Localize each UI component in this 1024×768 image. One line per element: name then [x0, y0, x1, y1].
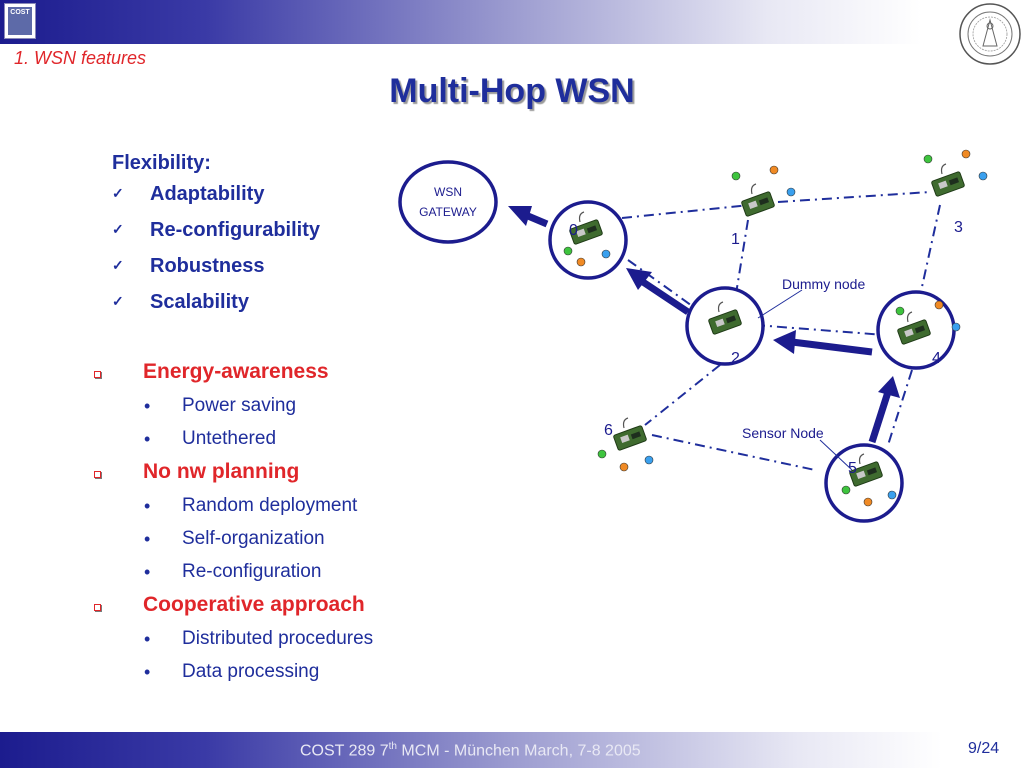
arrow-2-to-0	[638, 277, 690, 315]
check-item: ✓ Robustness	[112, 255, 264, 291]
arrow-4-to-2	[791, 338, 873, 356]
section-label: 1. WSN features	[14, 48, 147, 68]
link-1-3	[777, 191, 931, 203]
check-item-label: Scalability	[150, 291, 249, 313]
footer-text-sup: th	[388, 741, 397, 752]
flexibility-list: Flexibility: ✓ Adaptability ✓ Re-configu…	[112, 152, 320, 327]
sub-bullet-label: Data processing	[182, 661, 320, 682]
square-bullet-icon	[94, 604, 101, 611]
arrow-head-icon	[508, 206, 532, 226]
header-bar	[0, 0, 1024, 44]
node-number-5: 5	[848, 460, 857, 477]
node-number-2: 2	[731, 350, 740, 367]
link-3-4	[917, 204, 941, 306]
bullet-label: Cooperative approach	[143, 593, 365, 616]
sub-bullet-item: • Distributed procedures	[90, 627, 450, 660]
gateway-label-line2: GATEWAY	[419, 205, 477, 219]
dot-bullet-icon: •	[144, 662, 151, 682]
bullet-item-cooperative: Cooperative approach	[90, 593, 450, 627]
square-bullet-icon	[94, 471, 101, 478]
footer-text-post: MCM - München March, 7-8 2005	[396, 742, 641, 760]
footer-text-pre: COST 289 7	[300, 742, 389, 760]
sub-bullet-item: • Data processing	[90, 660, 450, 693]
dot-bullet-icon: •	[144, 562, 151, 582]
university-seal-icon	[959, 3, 1021, 65]
link-2-4	[754, 324, 886, 336]
sub-bullet-item: • Re-configuration	[90, 560, 450, 593]
check-item-label: Re-configurability	[150, 219, 321, 241]
node-number-0: 0	[569, 222, 578, 239]
sensor-node-label: Sensor Node	[742, 425, 824, 441]
check-item-label: Robustness	[150, 255, 265, 277]
sensor-node-pointer	[819, 439, 853, 471]
arrow-0-to-gateway	[526, 212, 549, 228]
dummy-node-label: Dummy node	[782, 276, 865, 292]
flexibility-heading: Flexibility:	[112, 152, 211, 174]
bullet-label: Energy-awareness	[143, 360, 329, 383]
dot-bullet-icon: •	[144, 629, 151, 649]
checkmark-icon: ✓	[112, 257, 124, 273]
square-bullet-icon	[94, 371, 101, 378]
dummy-node-pointer	[757, 289, 803, 319]
sub-bullet-item: • Self-organization	[90, 527, 450, 560]
sub-bullet-label: Power saving	[182, 395, 297, 416]
dot-bullet-icon: •	[144, 396, 151, 416]
check-item: ✓ Re-configurability	[112, 219, 320, 255]
arrow-head-icon	[626, 268, 652, 290]
checkmark-icon: ✓	[112, 185, 124, 201]
sub-bullet-label: Self-organization	[182, 528, 325, 549]
footer-text: COST 289 7th MCM - München March, 7-8 20…	[300, 741, 641, 760]
link-2-6	[644, 364, 721, 426]
feature-bullet-list: Energy-awareness • Power saving • Unteth…	[90, 360, 450, 693]
node-number-4: 4	[932, 350, 941, 367]
sub-bullet-item: • Random deployment	[90, 494, 450, 527]
page-number: 9/24	[968, 740, 1000, 757]
check-item-label: Adaptability	[150, 183, 265, 205]
node-number-1: 1	[731, 231, 740, 248]
arrow-5-to-4	[868, 390, 892, 444]
bullet-item-energy: Energy-awareness	[90, 360, 450, 394]
multihop-network-diagram: WSN GATEWAY	[398, 149, 988, 523]
gateway-label-line1: WSN	[434, 185, 462, 199]
wsn-gateway	[398, 160, 498, 244]
network-links	[621, 191, 941, 471]
checkmark-icon: ✓	[112, 221, 124, 237]
check-item: ✓ Scalability	[112, 291, 249, 327]
cost-logo: COST	[4, 3, 36, 39]
node-number-3: 3	[954, 219, 963, 236]
cost-logo-text: COST	[10, 9, 30, 16]
sub-bullet-item: • Power saving	[90, 394, 450, 427]
dot-bullet-icon: •	[144, 496, 151, 516]
page-title: Multi-Hop WSN	[389, 72, 635, 110]
bullet-label: No nw planning	[143, 460, 300, 483]
link-1-2	[734, 219, 749, 301]
sub-bullet-label: Distributed procedures	[182, 628, 374, 649]
sensor-board-icon	[930, 163, 966, 198]
link-0-2	[627, 259, 696, 309]
arrow-head-icon	[878, 376, 900, 398]
dot-bullet-icon: •	[144, 529, 151, 549]
arrow-head-icon	[773, 330, 796, 354]
footer-bar	[0, 732, 1024, 768]
routing-arrows	[508, 206, 900, 444]
sub-bullet-label: Random deployment	[182, 495, 358, 516]
dot-bullet-icon: •	[144, 429, 151, 449]
checkmark-icon: ✓	[112, 293, 124, 309]
link-0-1	[621, 204, 751, 219]
sub-bullet-label: Re-configuration	[182, 561, 322, 582]
colored-dots	[563, 149, 988, 507]
cost-logo-mark: COST	[8, 7, 32, 35]
sub-bullet-item: • Untethered	[90, 427, 450, 460]
sensor-board-icon	[740, 183, 776, 218]
check-item: ✓ Adaptability	[112, 183, 264, 219]
link-6-5	[651, 434, 816, 471]
sensor-board-icon	[612, 417, 648, 452]
node-number-6: 6	[604, 422, 613, 439]
sub-bullet-label: Untethered	[182, 428, 277, 449]
bullet-item-planning: No nw planning	[90, 460, 450, 494]
